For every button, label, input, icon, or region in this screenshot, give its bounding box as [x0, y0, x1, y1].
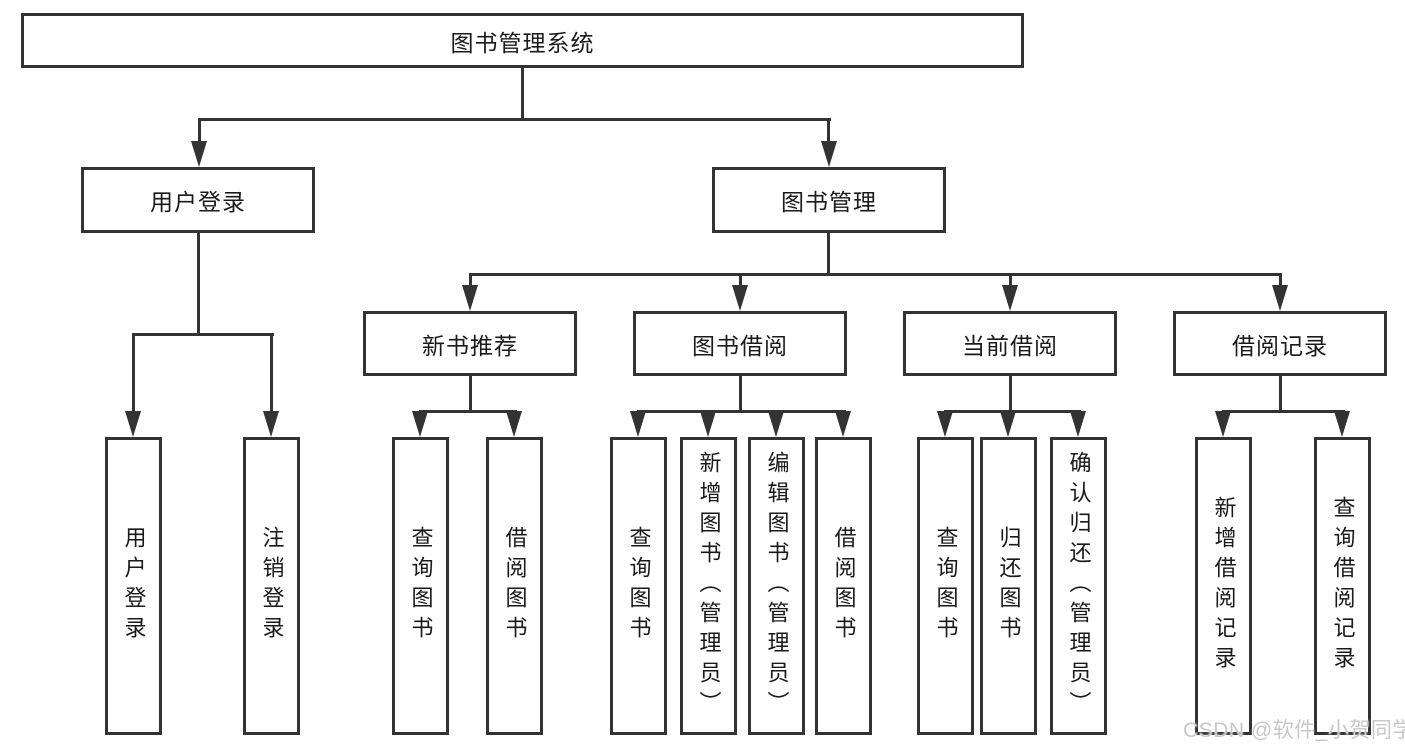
arrowhead-leaf-confirm-return [1070, 411, 1086, 437]
connector-root-stem [521, 68, 524, 118]
leaf-edit-book-admin-label: 编辑图书（管理员） [764, 451, 790, 721]
arrowhead-leaf-query-record [1334, 411, 1350, 437]
node-borrowing-records: 借阅记录 [1173, 311, 1387, 376]
leaf-query-books-1-label: 查询图书 [408, 526, 434, 646]
connector-root-split [198, 118, 831, 121]
arrowhead-book-borrow [732, 285, 748, 311]
connector-stem-book-borrow [739, 273, 742, 287]
node-user-login: 用户登录 [81, 167, 315, 233]
connector-stem-book-management [827, 118, 830, 143]
connector-user-login-split [132, 333, 274, 336]
leaf-query-books-1: 查询图书 [392, 437, 449, 735]
node-book-management: 图书管理 [712, 167, 946, 233]
connector-borrow-records-split [1222, 410, 1345, 413]
leaf-query-borrow-record-label: 查询借阅记录 [1330, 496, 1356, 676]
arrowhead-leaf-borrow-books-2 [835, 411, 851, 437]
arrowhead-leaf-return-book [1000, 411, 1016, 437]
connector-user-login-stem [197, 233, 200, 333]
leaf-user-login: 用户登录 [105, 437, 162, 735]
connector-borrow-records-stem [1279, 376, 1282, 413]
connector-current-borrow-stem [1009, 376, 1012, 413]
node-library-management-system: 图书管理系统 [21, 13, 1024, 68]
leaf-return-book: 归还图书 [980, 437, 1037, 735]
arrowhead-new-book [462, 285, 478, 311]
leaf-query-books-3: 查询图书 [917, 437, 974, 735]
connector-book-management-split [469, 273, 1281, 276]
arrowhead-leaf-query-books-2 [630, 411, 646, 437]
leaf-query-books-2: 查询图书 [610, 437, 667, 735]
leaf-edit-book-admin: 编辑图书（管理员） [748, 437, 805, 735]
leaf-user-login-label: 用户登录 [121, 526, 147, 646]
node-current-borrowing: 当前借阅 [903, 311, 1117, 376]
arrowhead-leaf-logout [263, 411, 279, 437]
connector-stem-leaf-login [132, 333, 135, 413]
connector-stem-current-borrow [1009, 273, 1012, 287]
leaf-confirm-return-admin-label: 确认归还（管理员） [1066, 451, 1092, 721]
connector-stem-new-book [469, 273, 472, 287]
leaf-query-books-2-label: 查询图书 [626, 526, 652, 646]
leaf-logout-label: 注销登录 [259, 526, 285, 646]
node-book-borrowing: 图书借阅 [633, 311, 847, 376]
leaf-borrow-books-2-label: 借阅图书 [831, 526, 857, 646]
connector-stem-leaf-logout [270, 333, 273, 413]
connector-book-borrow-stem [739, 376, 742, 413]
arrowhead-borrow-records [1272, 285, 1288, 311]
leaf-confirm-return-admin: 确认归还（管理员） [1050, 437, 1107, 735]
leaf-add-book-admin: 新增图书（管理员） [680, 437, 737, 735]
arrowhead-leaf-query-books-3 [937, 411, 953, 437]
leaf-borrow-books-1-label: 借阅图书 [502, 526, 528, 646]
arrowhead-user-login [191, 141, 207, 167]
leaf-logout: 注销登录 [243, 437, 300, 735]
leaf-add-book-admin-label: 新增图书（管理员） [696, 451, 722, 721]
leaf-add-borrow-record: 新增借阅记录 [1195, 437, 1252, 735]
connector-stem-borrow-records [1279, 273, 1282, 287]
arrowhead-leaf-login [125, 411, 141, 437]
arrowhead-leaf-add-record [1215, 411, 1231, 437]
leaf-query-borrow-record: 查询借阅记录 [1314, 437, 1371, 735]
connector-book-borrow-split [637, 410, 846, 413]
leaf-add-borrow-record-label: 新增借阅记录 [1211, 496, 1237, 676]
arrowhead-leaf-borrow-books-1 [506, 411, 522, 437]
connector-new-book-stem [469, 376, 472, 413]
leaf-borrow-books-1: 借阅图书 [486, 437, 543, 735]
connector-stem-user-login [198, 118, 201, 143]
arrowhead-leaf-query-books-1 [412, 411, 428, 437]
leaf-return-book-label: 归还图书 [996, 526, 1022, 646]
leaf-borrow-books-2: 借阅图书 [815, 437, 872, 735]
leaf-query-books-3-label: 查询图书 [933, 526, 959, 646]
connector-book-management-stem [827, 233, 830, 276]
node-new-book-recommendation: 新书推荐 [363, 311, 577, 376]
arrowhead-current-borrow [1002, 285, 1018, 311]
arrowhead-book-management [821, 141, 837, 167]
arrowhead-leaf-edit-book [768, 411, 784, 437]
arrowhead-leaf-add-book [700, 411, 716, 437]
watermark: CSDN @软件_小贺同学 [1183, 719, 1405, 742]
connector-new-book-split [419, 410, 517, 413]
